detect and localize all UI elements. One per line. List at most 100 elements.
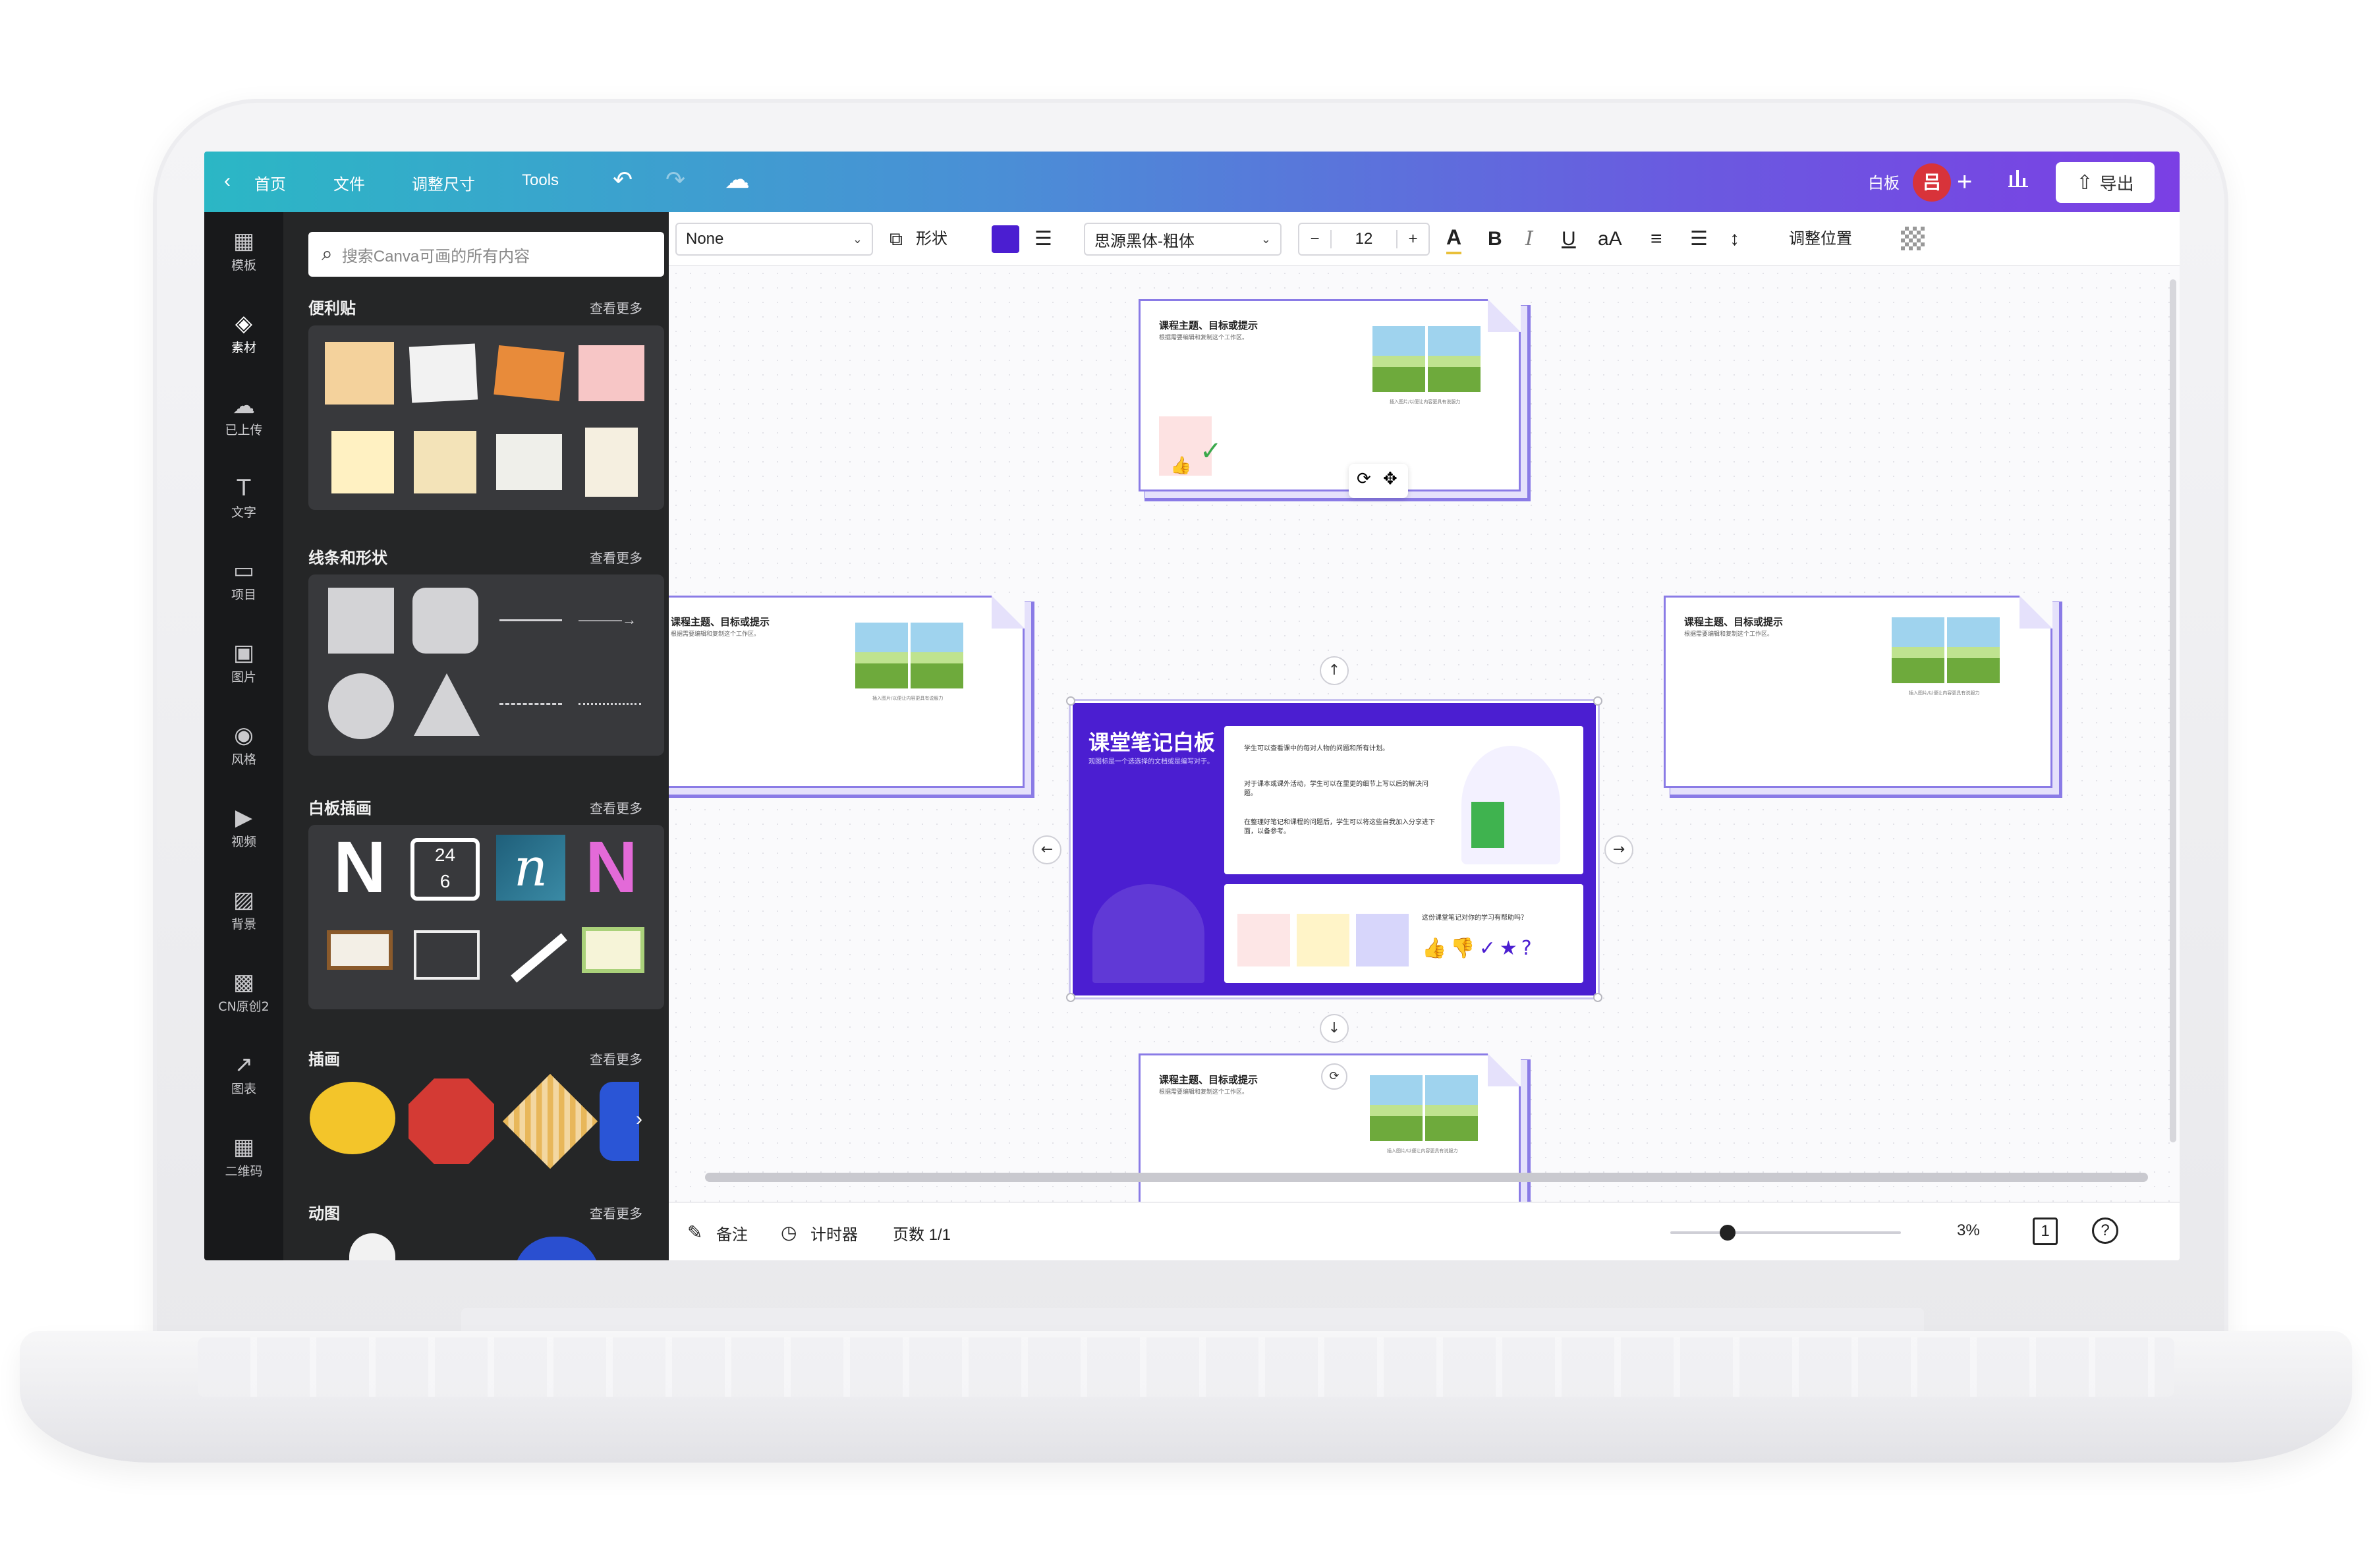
rotate-icon[interactable]: ⟳ xyxy=(1357,469,1371,489)
sticky-note-tile[interactable] xyxy=(585,428,638,497)
image-caption[interactable]: 插入图片/以便让内容更具有说服力 xyxy=(1387,1148,1458,1154)
text-color-icon[interactable]: A xyxy=(1446,224,1462,254)
zoom-slider-knob[interactable] xyxy=(1720,1225,1736,1241)
topic-card-left[interactable]: 课程主题、目标或提示 根据需要编辑和复制这个工作区。 插入图片/以便让内容更具有… xyxy=(669,596,1025,788)
sticky-note-tile[interactable] xyxy=(579,345,644,401)
fill-color-swatch[interactable] xyxy=(992,225,1019,253)
sticky-note-tile[interactable] xyxy=(494,345,565,402)
image-caption[interactable]: 插入图片/以便让内容更具有说服力 xyxy=(872,696,944,701)
border-style-icon[interactable]: ☰ xyxy=(1034,228,1052,250)
rail-item-photos[interactable]: ▣图片 xyxy=(204,630,283,696)
rail-item-charts[interactable]: ↗图表 xyxy=(204,1042,283,1108)
red-octagon-illustration[interactable] xyxy=(409,1078,494,1164)
cloud-save-icon[interactable]: ☁ xyxy=(725,166,750,194)
sticky-note[interactable] xyxy=(1297,914,1349,966)
landscape-image-placeholder[interactable] xyxy=(1428,326,1481,392)
animated-ghost-sticker[interactable] xyxy=(349,1233,395,1260)
rail-item-uploads[interactable]: ☁已上传 xyxy=(204,383,283,449)
avatar[interactable]: 吕 xyxy=(1913,163,1951,202)
landscape-image-placeholder[interactable] xyxy=(855,623,908,688)
image-caption[interactable]: 插入图片/以便让内容更具有说服力 xyxy=(1390,399,1461,405)
sticky-note-tile[interactable] xyxy=(325,342,394,405)
marker-pen-illustration[interactable] xyxy=(511,933,567,983)
horizontal-scrollbar[interactable] xyxy=(705,1173,2148,1182)
card-title[interactable]: 课程主题、目标或提示 xyxy=(1159,320,1258,331)
sticky-note-tile[interactable] xyxy=(414,431,476,493)
blue-figure-illustration[interactable] xyxy=(600,1082,639,1161)
resize-handle[interactable] xyxy=(1066,993,1075,1002)
carousel-next-icon[interactable]: › xyxy=(636,1108,642,1130)
sticky-note-tile[interactable] xyxy=(409,343,478,403)
decrease-font-size-button[interactable]: − xyxy=(1299,230,1332,248)
card-title[interactable]: 课程主题、目标或提示 xyxy=(1159,1074,1258,1086)
see-more-lines-shapes[interactable]: 查看更多 xyxy=(590,551,642,566)
timer-button[interactable]: 计时器 xyxy=(810,1226,858,1244)
underline-button[interactable]: U xyxy=(1562,228,1576,250)
sticky-note-tile[interactable] xyxy=(496,434,562,490)
rounded-square-shape[interactable] xyxy=(412,588,478,654)
rail-item-background[interactable]: ▨背景 xyxy=(204,878,283,943)
landscape-image-placeholder[interactable] xyxy=(1372,326,1425,392)
rotate-handle-icon[interactable]: ⟳ xyxy=(1321,1063,1347,1090)
whiteboard-canvas[interactable]: 课程主题、目标或提示 根据需要编辑和复制这个工作区。 插入图片/以便让内容更具有… xyxy=(669,266,2180,1202)
note-bullet[interactable]: 学生可以查看课中的每对人物的问题和所有计划。 xyxy=(1244,745,1389,752)
position-button[interactable]: 调整位置 xyxy=(1789,230,1852,248)
rail-item-videos[interactable]: ▶视频 xyxy=(204,795,283,861)
sticky-note[interactable] xyxy=(1237,914,1290,966)
board-name[interactable]: 白板 xyxy=(1868,175,1900,192)
rail-item-projects[interactable]: ▭项目 xyxy=(204,548,283,614)
note-bullet[interactable]: 在整理好笔记和课程的问题后，学生可以将这些自我加入分享进下面，以备参考。 xyxy=(1244,819,1435,835)
see-more-whiteboard-illustrations[interactable]: 查看更多 xyxy=(590,802,642,816)
dashed-line-shape[interactable] xyxy=(499,703,562,705)
export-button[interactable]: ⇧ 导出 xyxy=(2056,162,2155,203)
sticky-note[interactable] xyxy=(1356,914,1409,966)
zoom-level[interactable]: 3% xyxy=(1957,1221,1980,1239)
card-subtitle[interactable]: 根据需要编辑和复制这个工作区。 xyxy=(1159,335,1249,341)
letter-n-illustration[interactable]: N xyxy=(333,827,386,908)
landscape-image-placeholder[interactable] xyxy=(1947,617,2000,683)
resize-menu[interactable]: 调整尺寸 xyxy=(412,176,475,194)
letter-case-button[interactable]: aA xyxy=(1598,228,1622,250)
card-subtitle[interactable]: 根据需要编辑和复制这个工作区。 xyxy=(1159,1089,1249,1096)
notes-icon[interactable]: ✎ xyxy=(687,1222,703,1243)
sticky-note[interactable] xyxy=(1159,416,1212,476)
home-link[interactable]: 首页 xyxy=(254,176,286,194)
topic-card-right[interactable]: 课程主题、目标或提示 根据需要编辑和复制这个工作区。 插入图片/以便让内容更具有… xyxy=(1664,596,2052,788)
vertical-scrollbar[interactable] xyxy=(2170,279,2176,1142)
rail-item-templates[interactable]: ▦模板 xyxy=(204,219,283,285)
green-board-illustration[interactable] xyxy=(582,927,644,973)
main-card-subtitle[interactable]: 观图标是一个选选择的文档或是编写对于。 xyxy=(1088,758,1214,766)
card-title[interactable]: 课程主题、目标或提示 xyxy=(1684,616,1784,628)
italic-button[interactable]: I xyxy=(1525,227,1533,250)
resize-handle[interactable] xyxy=(1593,993,1602,1002)
gradient-n-illustration[interactable]: N xyxy=(585,827,638,908)
rail-item-cn-original[interactable]: ▩CN原创2 xyxy=(204,960,283,1026)
feedback-question[interactable]: 这份课堂笔记对你的学习有帮助吗？ xyxy=(1422,914,1527,922)
back-icon[interactable]: ‹ xyxy=(224,170,231,192)
landscape-image-placeholder[interactable] xyxy=(1425,1075,1478,1141)
script-n-illustration[interactable]: n xyxy=(496,835,565,901)
line-style-select[interactable]: None⌄ xyxy=(675,223,873,256)
page-grid-button[interactable]: 1 xyxy=(2033,1218,2058,1245)
landscape-image-placeholder[interactable] xyxy=(911,623,963,688)
main-class-notes-card[interactable]: 课堂笔记白板 观图标是一个选选择的文档或是编写对于。 学生可以查看课中的每对人物… xyxy=(1071,701,1598,997)
redo-icon[interactable]: ↷ xyxy=(665,166,686,193)
bold-button[interactable]: B xyxy=(1488,228,1502,250)
bullet-list-icon[interactable]: ☰ xyxy=(1690,228,1708,250)
stats-icon[interactable] xyxy=(2007,166,2029,194)
align-center-icon[interactable]: ≡ xyxy=(1651,228,1662,250)
add-up-arrow-button[interactable]: ↑ xyxy=(1320,656,1349,685)
font-size-value[interactable]: 12 xyxy=(1355,230,1373,248)
animated-globe-sticker[interactable] xyxy=(514,1237,600,1260)
tools-menu[interactable]: Tools xyxy=(522,171,559,189)
zoom-slider[interactable] xyxy=(1670,1231,1901,1234)
main-card-title[interactable]: 课堂笔记白板 xyxy=(1088,730,1216,755)
yellow-blob-illustration[interactable] xyxy=(310,1082,395,1154)
shape-button[interactable]: 形状 xyxy=(916,230,947,248)
shape-icon[interactable]: ⧉ xyxy=(890,229,903,249)
topic-card-top[interactable]: 课程主题、目标或提示 根据需要编辑和复制这个工作区。 插入图片/以便让内容更具有… xyxy=(1139,299,1521,491)
font-family-select[interactable]: 思源黑体-粗体⌄ xyxy=(1084,223,1282,256)
line-spacing-icon[interactable]: ↕ xyxy=(1730,228,1739,250)
notes-button[interactable]: 备注 xyxy=(716,1226,748,1244)
